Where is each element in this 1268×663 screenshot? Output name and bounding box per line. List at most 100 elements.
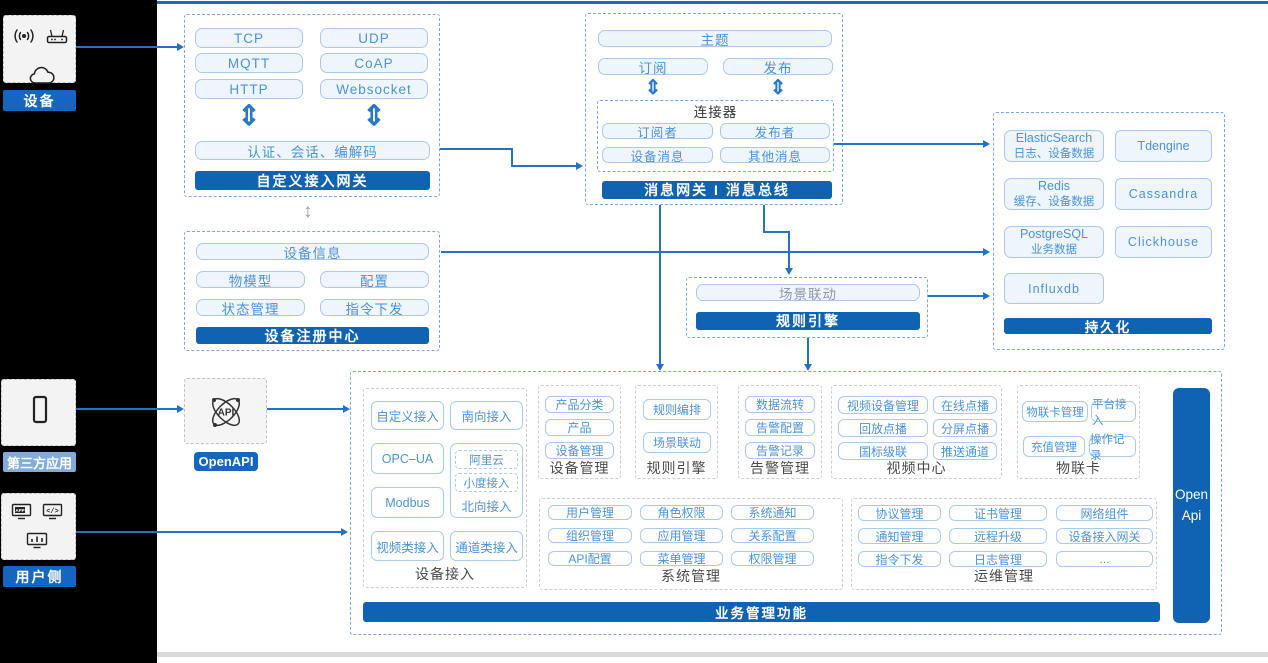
iot-card-item: 充值管理 <box>1023 436 1085 457</box>
device-mgmt-item: 产品 <box>545 419 614 436</box>
store-name: ElasticSearch <box>1015 131 1093 145</box>
section-system-mgmt <box>539 498 843 590</box>
section-label-rule-engine: 规则引擎 <box>646 460 707 476</box>
system-item: 角色权限 <box>640 505 723 520</box>
section-device-mgmt <box>538 385 621 479</box>
node-config: 配置 <box>320 271 429 289</box>
connector-line <box>76 408 177 410</box>
svg-text:API: API <box>218 408 235 419</box>
open-api-line1: Open <box>1174 487 1209 503</box>
section-label-alarm-mgmt: 告警管理 <box>750 460 810 476</box>
double-arrow-icon: ⇕ <box>644 77 662 99</box>
arrow-down-icon <box>785 268 793 275</box>
section-rule-engine <box>635 385 718 479</box>
wireless-signal-icon <box>12 28 36 44</box>
node-other-message: 其他消息 <box>720 147 830 164</box>
device-registry-header: 设备注册中心 <box>196 327 429 344</box>
north-access-sub: 小度接入 <box>455 473 518 492</box>
device-access-item: 南向接入 <box>450 401 523 430</box>
connector-box <box>597 100 834 172</box>
connector-line <box>834 143 983 145</box>
video-item: 分屏点播 <box>933 419 997 437</box>
node-redis: Redis 缓存、设备数据 <box>1004 178 1104 210</box>
arrow-down-icon <box>804 364 812 371</box>
message-bus-header: 消息网关 I 消息总线 <box>602 181 832 199</box>
video-item: 在线点播 <box>933 396 997 414</box>
section-label-device-access: 设备接入 <box>415 566 475 582</box>
open-api-line2: Api <box>1181 507 1202 523</box>
connector-line <box>511 148 513 167</box>
router-icon <box>45 26 69 44</box>
connector-line <box>76 531 341 533</box>
store-name: Redis <box>1038 179 1070 193</box>
ops-item: 设备接入网关 <box>1056 528 1153 544</box>
video-item: 视频设备管理 <box>838 396 928 414</box>
device-access-item: Modbus <box>371 487 444 518</box>
section-label-iot-card: 物联卡 <box>1056 460 1101 476</box>
iot-card-item: 平台接入 <box>1091 399 1136 427</box>
node-coap: CoAP <box>320 53 428 73</box>
ops-item: 网络组件 <box>1056 505 1153 521</box>
system-item: 应用管理 <box>640 528 723 543</box>
device-access-item: 视频类接入 <box>371 531 444 561</box>
connector-line <box>267 408 343 410</box>
system-item: 系统通知 <box>731 505 814 520</box>
section-label-video-center: 视频中心 <box>886 460 947 476</box>
north-access-group <box>450 443 523 518</box>
rule-engine-header: 规则引擎 <box>696 312 920 330</box>
section-alarm-mgmt <box>738 385 822 479</box>
app-monitor-icon: APP <box>11 503 32 520</box>
top-accent-line <box>157 1 1268 4</box>
custom-gateway-box <box>184 14 440 197</box>
user-side-box: APP </> <box>1 493 76 560</box>
arrow-right-icon <box>983 140 990 148</box>
connector-line <box>511 165 576 167</box>
node-tcp: TCP <box>195 28 303 48</box>
store-desc: 缓存、设备数据 <box>1013 195 1095 208</box>
alarm-item: 告警记录 <box>745 442 815 459</box>
node-publisher: 发布者 <box>720 123 830 140</box>
system-item: API配置 <box>548 551 632 566</box>
rule-item: 规则编排 <box>643 399 711 420</box>
ops-item: 证书管理 <box>949 505 1047 521</box>
persistence-box <box>993 112 1225 350</box>
arrow-right-icon <box>576 162 583 170</box>
code-monitor-icon: </> <box>42 503 63 520</box>
connector-line <box>807 338 809 365</box>
device-mgmt-item: 产品分类 <box>545 396 614 413</box>
connector-line <box>441 251 983 253</box>
ops-item: 指令下发 <box>858 551 941 567</box>
cloud-icon <box>28 66 56 86</box>
node-cassandra: Cassandra <box>1115 178 1212 210</box>
node-publish: 发布 <box>723 58 833 76</box>
device-registry-box <box>184 231 440 351</box>
persistence-header: 持久化 <box>1004 318 1212 335</box>
node-websocket: Websocket <box>320 79 428 99</box>
connector-line <box>763 231 790 233</box>
node-command-dispatch: 指令下发 <box>320 299 429 317</box>
system-item: 权限管理 <box>731 551 814 566</box>
ops-item: 远程升级 <box>949 528 1047 544</box>
iot-card-item: 操作记录 <box>1089 434 1136 462</box>
bottom-divider-line <box>157 652 1268 657</box>
connector-line <box>440 148 513 150</box>
store-desc: 日志、设备数据 <box>1013 147 1095 160</box>
node-subscribe: 订阅 <box>598 58 708 76</box>
double-arrow-icon: ⇕ <box>362 100 386 131</box>
node-scene-linkage: 场景联动 <box>696 284 920 302</box>
system-item: 菜单管理 <box>640 551 723 566</box>
rule-engine-box <box>686 277 928 338</box>
openapi-box: API <box>184 378 267 444</box>
third-party-app-box <box>1 379 76 446</box>
message-bus-box <box>585 13 843 205</box>
system-item: 用户管理 <box>548 505 632 520</box>
node-auth-session-codec: 认证、会话、编解码 <box>195 141 430 160</box>
device-access-item: OPC–UA <box>371 443 444 474</box>
chart-monitor-icon <box>26 532 48 549</box>
section-label-device-mgmt: 设备管理 <box>549 460 610 476</box>
ops-item: 通知管理 <box>858 528 941 544</box>
node-clickhouse: Clickhouse <box>1115 226 1212 258</box>
open-api-bar: Open Api <box>1173 388 1210 623</box>
video-item: 回放点播 <box>838 419 928 437</box>
